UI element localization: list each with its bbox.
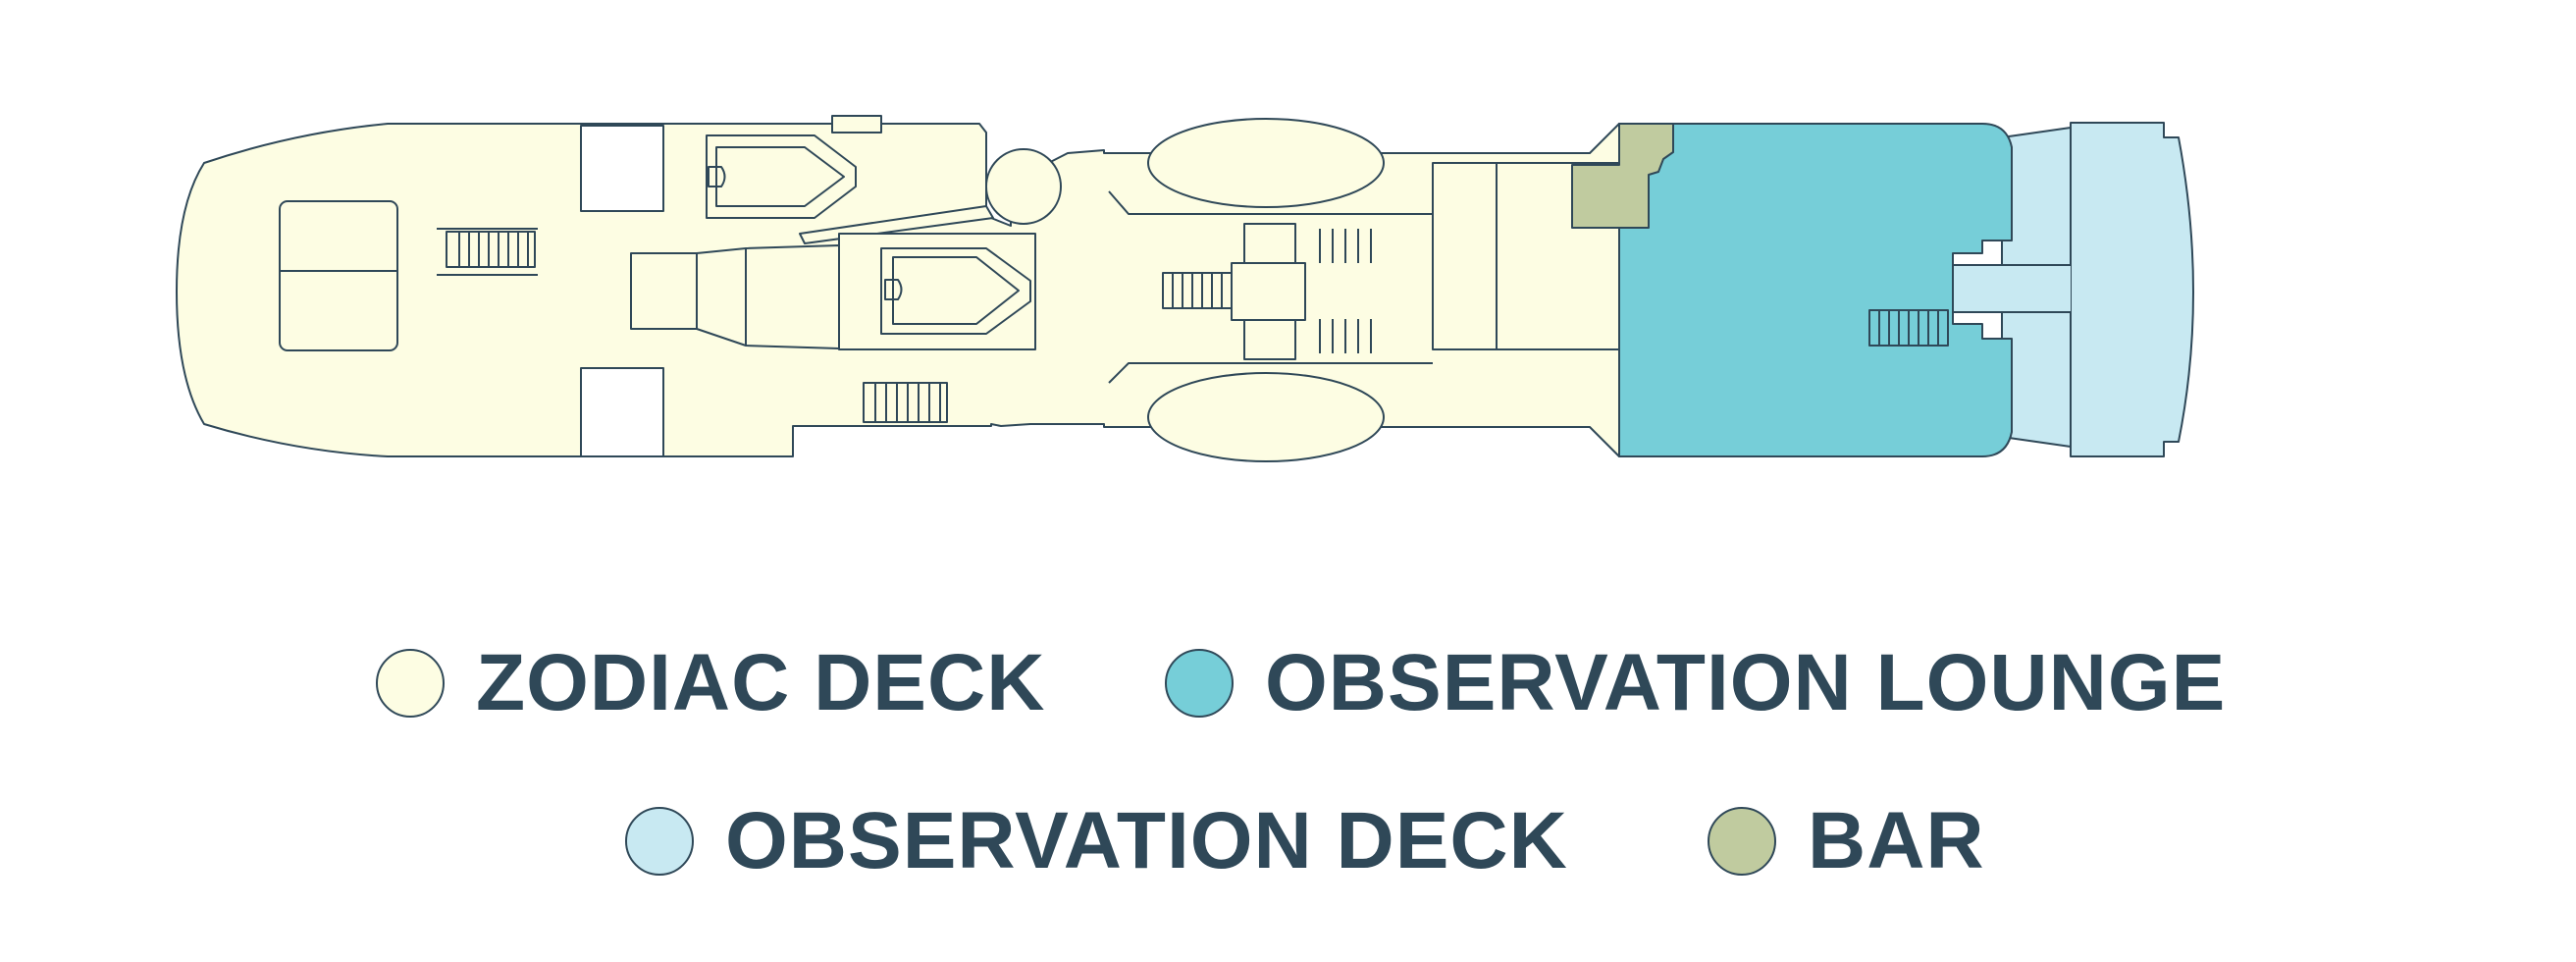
stairs — [1162, 272, 1233, 309]
observation-deck-swatch — [625, 807, 694, 876]
bar-swatch — [1708, 807, 1776, 876]
legend-label: ZODIAC DECK — [476, 638, 1046, 727]
lifeboat — [1147, 372, 1385, 462]
legend-bar: BAR — [1708, 795, 1985, 887]
legend-label: BAR — [1808, 796, 1985, 885]
legend-label: OBSERVATION LOUNGE — [1265, 638, 2227, 727]
legend-zodiac-deck: ZODIAC DECK — [376, 637, 1045, 729]
observation-deck-area — [1952, 122, 2194, 457]
stairs — [437, 228, 538, 276]
legend-label: OBSERVATION DECK — [725, 796, 1568, 885]
zodiac-boat — [880, 247, 1031, 335]
zodiac-deck-swatch — [376, 649, 445, 718]
zodiac-boat — [706, 134, 857, 219]
bar-area — [1571, 123, 1674, 229]
zodiac-deck-area — [176, 115, 1620, 462]
legend-observation-lounge: OBSERVATION LOUNGE — [1165, 637, 2226, 729]
lifeboat — [1147, 118, 1385, 208]
stairs — [863, 382, 948, 423]
observation-lounge-swatch — [1165, 649, 1234, 718]
legend-observation-deck: OBSERVATION DECK — [625, 795, 1568, 887]
observation-lounge-area — [1618, 123, 2013, 457]
stairs — [1868, 309, 1949, 347]
cabin-room — [279, 200, 398, 351]
